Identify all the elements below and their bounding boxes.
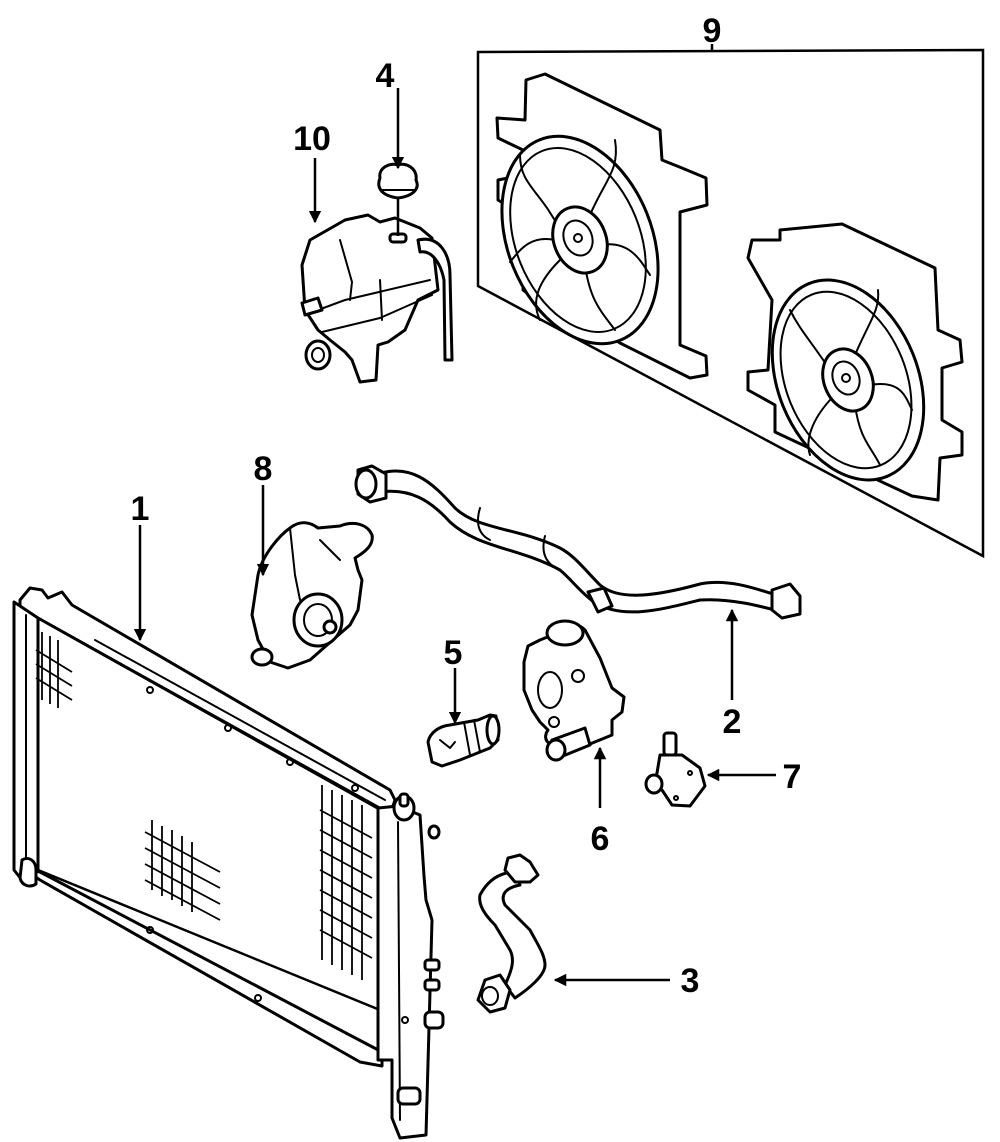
radiator[interactable] (12, 586, 445, 1140)
callout-10: 10 (293, 120, 331, 158)
fan-shroud-right (746, 222, 964, 502)
lower-hose[interactable] (476, 853, 547, 1014)
water-pump[interactable] (250, 521, 374, 670)
reservoir-cap[interactable] (377, 162, 419, 236)
fan-assembly-bracket (476, 48, 985, 559)
fan-assembly-group[interactable] (473, 44, 985, 559)
coolant-reservoir[interactable] (300, 213, 454, 384)
leader-lines (133, 88, 776, 987)
callout-4: 4 (376, 57, 395, 95)
callout-5: 5 (444, 634, 463, 672)
fan-shroud-left (495, 72, 709, 380)
callout-3: 3 (681, 962, 700, 1000)
thermostat-housing[interactable] (522, 619, 626, 762)
thermostat[interactable] (426, 713, 501, 768)
callout-labels: 1 2 3 4 5 6 7 8 9 10 (131, 12, 802, 1000)
radiator-core-hatching (35, 632, 373, 980)
callout-1: 1 (131, 490, 150, 528)
callout-8: 8 (254, 450, 273, 488)
callout-6: 6 (591, 820, 610, 858)
callout-2: 2 (723, 703, 742, 741)
water-outlet[interactable] (644, 731, 707, 808)
callout-9: 9 (703, 12, 722, 50)
callout-7: 7 (783, 758, 802, 796)
upper-hose[interactable] (354, 464, 802, 620)
